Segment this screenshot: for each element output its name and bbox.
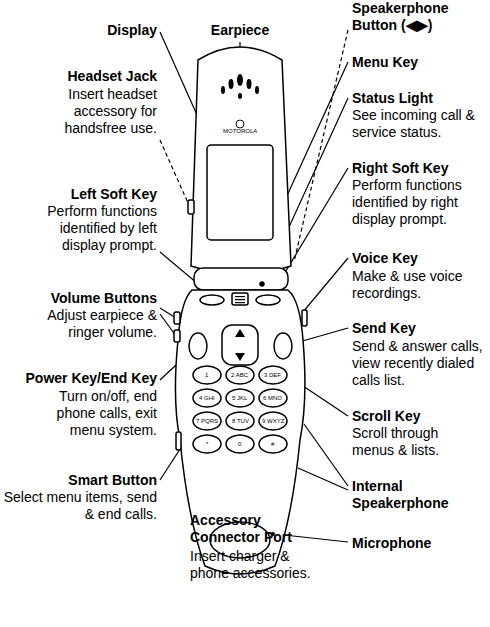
part-description: Insert charger & phone accessories.	[190, 548, 330, 582]
leader-line	[303, 258, 348, 312]
keypad-key	[259, 389, 287, 407]
keypad-key	[193, 389, 221, 407]
key-text: 5 JKL	[232, 395, 247, 402]
part-name: Speakerphone Button (◀▶)	[352, 0, 484, 34]
part-name: Menu Key	[352, 54, 472, 71]
part-description: See incoming call & service status.	[352, 107, 484, 141]
part-name: Display	[67, 22, 157, 39]
send-key	[274, 333, 292, 359]
smart-button	[176, 432, 181, 450]
keypad-key	[193, 435, 221, 453]
volume-down	[174, 330, 180, 342]
part-name: Voice Key	[352, 250, 482, 267]
earpiece-slot	[238, 93, 242, 99]
part-description: Adjust earpiece & ringer volume.	[37, 307, 157, 341]
end-key	[189, 333, 207, 359]
part-name: Right Soft Key	[352, 160, 484, 177]
part-description: Perform functions identified by left dis…	[29, 203, 157, 254]
part-name: Headset Jack	[17, 68, 157, 85]
right-soft-key	[256, 295, 280, 305]
part-description: Make & use voice recordings.	[352, 268, 477, 302]
key-text: 8 TUV	[232, 418, 249, 425]
earpiece-slot	[255, 86, 259, 94]
part-description: Scroll through menus & lists.	[352, 425, 467, 459]
earpiece-slot	[221, 86, 225, 94]
key-text: *	[206, 441, 208, 448]
leader-line	[294, 30, 348, 262]
left-soft-key	[200, 295, 224, 305]
keypad-key	[193, 412, 221, 430]
logo-mark	[236, 120, 244, 128]
keypad-key	[226, 389, 254, 407]
leader-line	[298, 468, 348, 490]
key-text: 3 DEF	[264, 372, 281, 379]
scroll-arrow	[235, 329, 245, 337]
keypad-key	[226, 366, 254, 384]
part-name: Send Key	[352, 320, 482, 337]
part-description: Turn on/off, end phone calls, exit menu …	[35, 388, 157, 439]
part-name: Status Light	[352, 90, 482, 107]
part-name: Volume Buttons	[7, 290, 157, 307]
part-name: Power Key/End Key	[2, 370, 157, 387]
volume-up	[174, 312, 180, 324]
keypad-key	[193, 366, 221, 384]
part-name: Scroll Key	[352, 408, 482, 425]
keypad-key	[226, 435, 254, 453]
key-text: 4 GHI	[199, 395, 215, 402]
key-text: 7 PQRS	[196, 418, 218, 425]
part-description: Select menu items, send & end calls.	[2, 489, 157, 523]
part-name: Accessory Connector Port	[190, 512, 310, 546]
key-text: 6 MNO	[263, 395, 282, 402]
key-text: 2 ABC	[231, 372, 248, 379]
earpiece-slot	[237, 74, 243, 86]
menu-line	[235, 296, 245, 297]
part-name: Earpiece	[200, 22, 280, 39]
part-name: Microphone	[352, 535, 482, 552]
leader-line	[160, 446, 182, 480]
hinge	[194, 268, 288, 290]
key-text: MOTOROLA	[223, 128, 257, 135]
leader-line	[304, 424, 348, 486]
part-description: Send & answer calls, view recently diale…	[352, 338, 488, 389]
menu-line	[235, 299, 245, 300]
part-description: Insert headset accessory for handsfree u…	[39, 86, 157, 137]
key-text: 9 WXYZ	[262, 418, 284, 425]
scroll-arrow	[235, 353, 245, 361]
phone-flip	[191, 47, 291, 274]
keypad-key	[226, 412, 254, 430]
keypad-key	[259, 412, 287, 430]
display-screen	[207, 145, 273, 240]
key-text: 0	[238, 441, 241, 448]
part-name: Left Soft Key	[17, 186, 157, 203]
leader-line	[160, 140, 192, 212]
key-text: 1	[205, 372, 208, 379]
earpiece-slot	[229, 79, 234, 89]
part-name: Internal Speakerphone	[352, 478, 472, 512]
menu-key	[232, 293, 248, 305]
status-light	[260, 282, 264, 286]
part-name: Smart Button	[7, 472, 157, 489]
key-text: #	[271, 441, 274, 448]
earpiece-slot	[247, 79, 252, 89]
voice-key	[302, 310, 307, 326]
menu-line	[235, 302, 245, 303]
keypad-key	[259, 435, 287, 453]
part-description: Perform functions identified by right di…	[352, 177, 486, 228]
keypad-key	[259, 366, 287, 384]
scroll-key	[222, 325, 258, 365]
headset-jack	[188, 200, 194, 214]
